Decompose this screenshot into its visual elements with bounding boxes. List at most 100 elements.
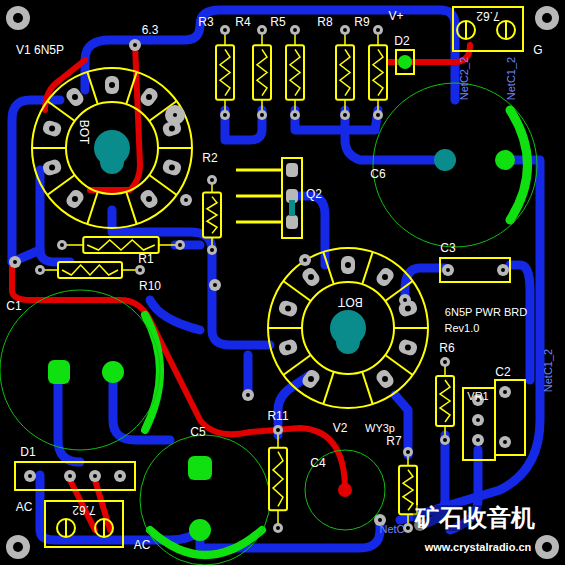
pad: [114, 470, 126, 482]
pad-drill: [501, 268, 505, 272]
trimmer-outline: [463, 388, 495, 460]
pad: [102, 361, 124, 383]
pad-drill: [184, 198, 188, 202]
pad-drill: [378, 518, 382, 522]
part-name: Q2: [306, 188, 322, 200]
tube-socket: [32, 68, 192, 228]
resistor-symbol: [436, 357, 454, 445]
pad: [180, 194, 192, 206]
part-name: R1: [138, 253, 153, 265]
pad: [89, 470, 101, 482]
terminal-screw: [457, 21, 475, 39]
part-name: R10: [139, 280, 161, 292]
top-traces: [12, 45, 470, 530]
pad: [9, 256, 21, 268]
pad: [209, 279, 221, 291]
mount-hole-drill: [13, 542, 23, 552]
resistor-symbol: [369, 25, 387, 120]
capacitor-outline: [440, 258, 510, 282]
mount-hole: [535, 535, 559, 559]
part-name: R11: [267, 410, 288, 422]
part-name: C5: [190, 426, 205, 438]
resistor-symbol: [253, 25, 271, 120]
net-label: NetC: [379, 524, 404, 535]
pad: [472, 434, 484, 446]
mount-hole-drill: [542, 13, 552, 23]
pad: [442, 264, 454, 276]
terminal-pitch: 7.62: [72, 504, 95, 516]
pad: [434, 149, 456, 171]
copper-arcs: [145, 110, 528, 555]
pad: [189, 519, 211, 541]
part-name: R7: [386, 435, 401, 447]
revision: Rev1.0: [445, 323, 480, 334]
terminal-screw: [57, 519, 75, 537]
pad-drill: [68, 474, 72, 478]
net-label: AC: [134, 539, 151, 551]
pad: [64, 470, 76, 482]
pad-drill: [173, 113, 177, 117]
bottom-traces: [12, 10, 540, 548]
resistor-symbol: [336, 25, 354, 120]
mount-hole-drill: [542, 542, 552, 552]
pad: [495, 150, 515, 170]
pad: [499, 386, 511, 398]
part-name: WY3p: [365, 423, 395, 434]
pad-drill: [28, 474, 32, 478]
resistor-symbol: [57, 237, 185, 253]
terminal-slot: [65, 520, 67, 536]
pad-drill: [246, 393, 250, 397]
terminal-block: 7.62: [452, 6, 524, 52]
led-outline: [396, 50, 414, 74]
part-name: D1: [20, 446, 35, 458]
resistor-symbol: [286, 25, 304, 120]
part-name: V1 6N5P: [16, 44, 64, 56]
part-name: C1: [6, 300, 21, 312]
watermark: www.crystalradio.cn: [423, 541, 534, 554]
pad: [48, 360, 70, 384]
net-label: G: [533, 44, 542, 56]
transistor-symbol: [236, 158, 302, 238]
capacitor-outline: [495, 380, 525, 455]
part-name: D2: [394, 35, 409, 47]
pad-drill: [403, 298, 407, 302]
pad-drill: [133, 43, 137, 47]
part-name: R3: [198, 16, 213, 28]
pad: [499, 436, 511, 448]
pad-drill: [503, 440, 507, 444]
diode-outline: [15, 462, 135, 490]
side-mark: BOT: [78, 120, 90, 145]
mount-hole-drill: [13, 13, 23, 23]
part-name: R6: [439, 342, 454, 354]
capacitor-outline: [373, 83, 537, 247]
net-label: AC: [16, 501, 33, 513]
resistor-symbol: [269, 425, 287, 533]
terminal-screw: [95, 519, 113, 537]
resistor-symbol: [35, 262, 145, 278]
part-name: R8: [317, 16, 332, 28]
part-name: V2: [333, 422, 348, 434]
pad: [399, 294, 411, 306]
part-name: C3: [440, 242, 455, 254]
part-name: C2: [495, 366, 510, 378]
part-name: VR1: [467, 391, 488, 402]
net-label: NetC2_2: [459, 56, 470, 99]
part-name: C4: [310, 457, 325, 469]
mount-hole: [535, 6, 559, 30]
terminal-slot: [505, 22, 507, 38]
part-name: R5: [270, 16, 285, 28]
part-name: R2: [202, 152, 217, 164]
pad: [129, 39, 141, 51]
capacitor-outline: [0, 290, 160, 450]
net-label: NetC1_2: [506, 56, 517, 99]
pad-drill: [503, 390, 507, 394]
net-label: NetC1_2: [543, 348, 554, 391]
part-name: R4: [235, 16, 250, 28]
net-label: V+: [388, 10, 403, 22]
pad: [497, 264, 509, 276]
resistor-symbol: [216, 25, 234, 120]
part-name: C6: [370, 168, 385, 180]
mount-hole: [6, 6, 30, 30]
